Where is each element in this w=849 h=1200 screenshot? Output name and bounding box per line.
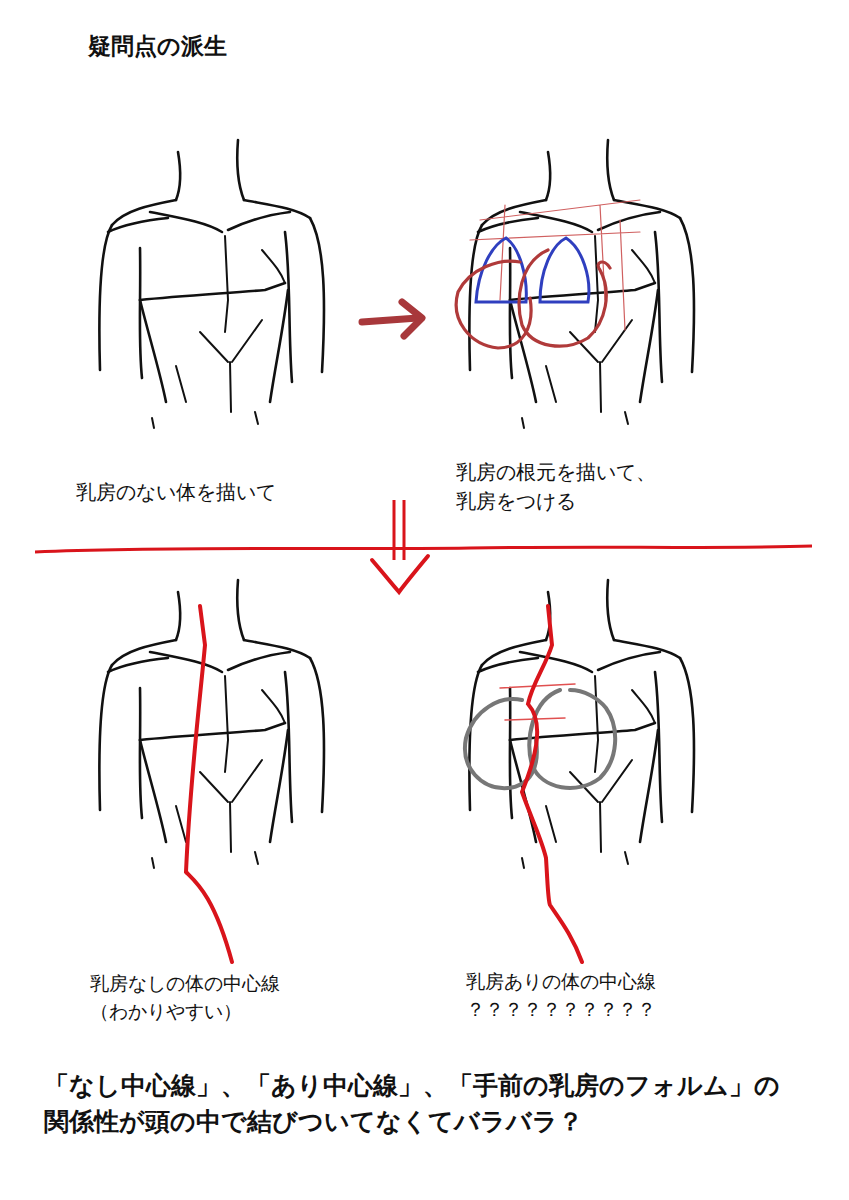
- torso-sketch: [99, 140, 324, 428]
- panel-label: 乳房なしの体の中心線 （わかりやすい）: [90, 970, 291, 1025]
- center-line: [186, 606, 232, 962]
- center-line: [522, 606, 582, 962]
- torso-sketch: [469, 580, 694, 868]
- flow-arrow-head: [402, 302, 422, 336]
- down-arrow: [394, 500, 404, 560]
- down-arrow-head: [372, 556, 428, 592]
- torso-sketch: [99, 580, 324, 868]
- caption: 「なし中心線」、「あり中心線」、「手前の乳房のフォルム」の 関係性が頭の中で結び…: [44, 1068, 784, 1141]
- breast-sketch: [465, 684, 615, 788]
- panel-label: 乳房ありの体の中心線 ？？？？？？？？？？: [466, 968, 667, 1023]
- panel-label: 乳房のない体を描いて: [76, 478, 316, 507]
- panel-label: 乳房の根元を描いて、 乳房をつける: [456, 458, 668, 516]
- title: 疑問点の派生: [88, 30, 364, 63]
- breast-construction: [456, 200, 640, 348]
- flow-arrow: [362, 318, 418, 322]
- divider-line: [35, 546, 812, 552]
- torso-sketch: [469, 140, 694, 428]
